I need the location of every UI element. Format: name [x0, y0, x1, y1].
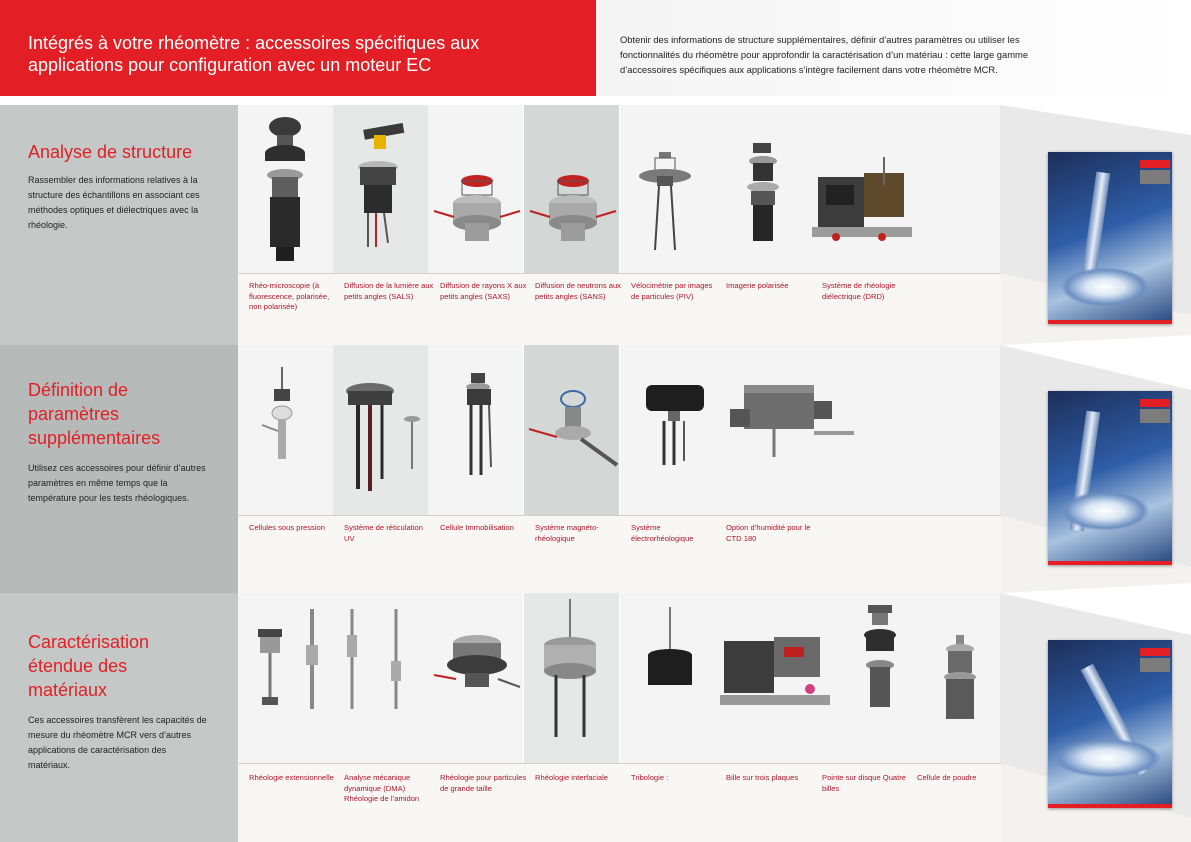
label-strip: [238, 763, 1001, 842]
electro-rheology-system: [646, 385, 704, 465]
powder-cell-device: [944, 635, 976, 719]
item-label: Pointe sur disque Quatre billes: [822, 773, 907, 793]
item-label: Tribologie :: [631, 773, 669, 782]
item-label: Diffusion de neutrons aux petits angles …: [535, 281, 621, 301]
polarized-imaging-device: [747, 143, 779, 241]
interfacial-rheology-cell: [544, 599, 596, 737]
section-title: Analyse de structure: [28, 142, 193, 162]
item-label: Cellule Immobilisation: [440, 523, 514, 532]
item-label: Bille sur trois plaques: [726, 773, 799, 782]
section-description: Ces accessoires transfèrent les capacité…: [28, 715, 207, 770]
sans-device: [529, 175, 617, 241]
pressure-cell-device: [261, 367, 293, 459]
item-label: Analyse mécanique dynamique (DMA) Rhéolo…: [344, 773, 420, 803]
brochure-cover-structure: [1048, 152, 1172, 324]
section-description: Rassembler des informations relatives à …: [28, 175, 200, 230]
ball-on-three-plates-device: [720, 637, 830, 705]
item-label: Cellules sous pression: [249, 523, 325, 532]
extensional-rheology-fixtures: [258, 609, 318, 709]
tribology-cell: [648, 607, 692, 685]
item-label: Diffusion de rayons X aux petits angles …: [440, 281, 527, 301]
section-panel: [0, 593, 238, 842]
item-label: Rhéo-microscopie (à fluorescence, polari…: [249, 281, 330, 311]
page-intro: Obtenir des informations de structure su…: [620, 34, 1029, 75]
item-label: Système électrorhéologique: [631, 523, 694, 543]
section-panel: [0, 345, 238, 593]
item-label: Imagerie polarisée: [726, 281, 789, 290]
brochure-cover-materials: [1048, 640, 1172, 808]
header-banner: [0, 0, 596, 96]
piv-device: [639, 152, 691, 251]
uv-curing-system: [346, 383, 420, 491]
item-label: Cellule de poudre: [917, 773, 977, 782]
section-additional-parameters: Définition de paramètres supplémentaires…: [0, 345, 1191, 593]
item-label: Système magnéto-rhéologique: [535, 523, 599, 543]
section-structure-analysis: Analyse de structure Rassembler des info…: [0, 105, 1191, 345]
section-title: Définition de paramètres supplémentaires: [28, 380, 161, 448]
label-strip: [238, 515, 1001, 593]
pin-on-disk-four-balls-device: [864, 605, 896, 707]
rheo-microscopy-device: [265, 117, 305, 261]
brochure-cover-parameters: [1048, 391, 1172, 565]
immobilization-cell: [466, 373, 492, 475]
item-label: Rhéologie interfaciale: [535, 773, 609, 782]
header-intro-panel: [596, 0, 1191, 96]
item-label: Option d’humidité pour le CTD 180: [726, 523, 811, 543]
label-strip: [238, 273, 1001, 345]
saxs-device: [433, 175, 521, 241]
section-description: Utilisez ces accessoires pour définir d’…: [28, 463, 206, 503]
item-label: Rhéologie extensionnelle: [249, 773, 334, 782]
large-particle-rheology-cell: [433, 635, 521, 688]
item-label: Diffusion de la lumière aux petits angle…: [344, 281, 434, 301]
brand-logo: [1140, 648, 1170, 656]
drd-system: [812, 157, 912, 241]
magneto-rheology-system: [528, 390, 619, 467]
section-extended-characterization: Caractérisation étendue des matériaux Ce…: [0, 593, 1191, 842]
humidity-option-device: [730, 385, 854, 457]
item-label: Rhéologie pour particules de grande tail…: [440, 773, 527, 793]
section-title: Caractérisation étendue des matériaux: [28, 632, 150, 700]
page-title: Intégrés à votre rhéomètre : accessoires…: [28, 33, 480, 75]
item-label: Vélocimétrie par images de particules (P…: [631, 281, 713, 301]
sals-device: [358, 123, 405, 247]
section-panel: [0, 105, 238, 345]
brand-logo: [1140, 160, 1170, 168]
item-label: Système de rhéologie diélectrique (DRD): [822, 281, 896, 301]
item-label: Système de réticulation UV: [344, 523, 423, 543]
brand-logo: [1140, 399, 1170, 407]
dma-fixtures: [347, 609, 401, 709]
